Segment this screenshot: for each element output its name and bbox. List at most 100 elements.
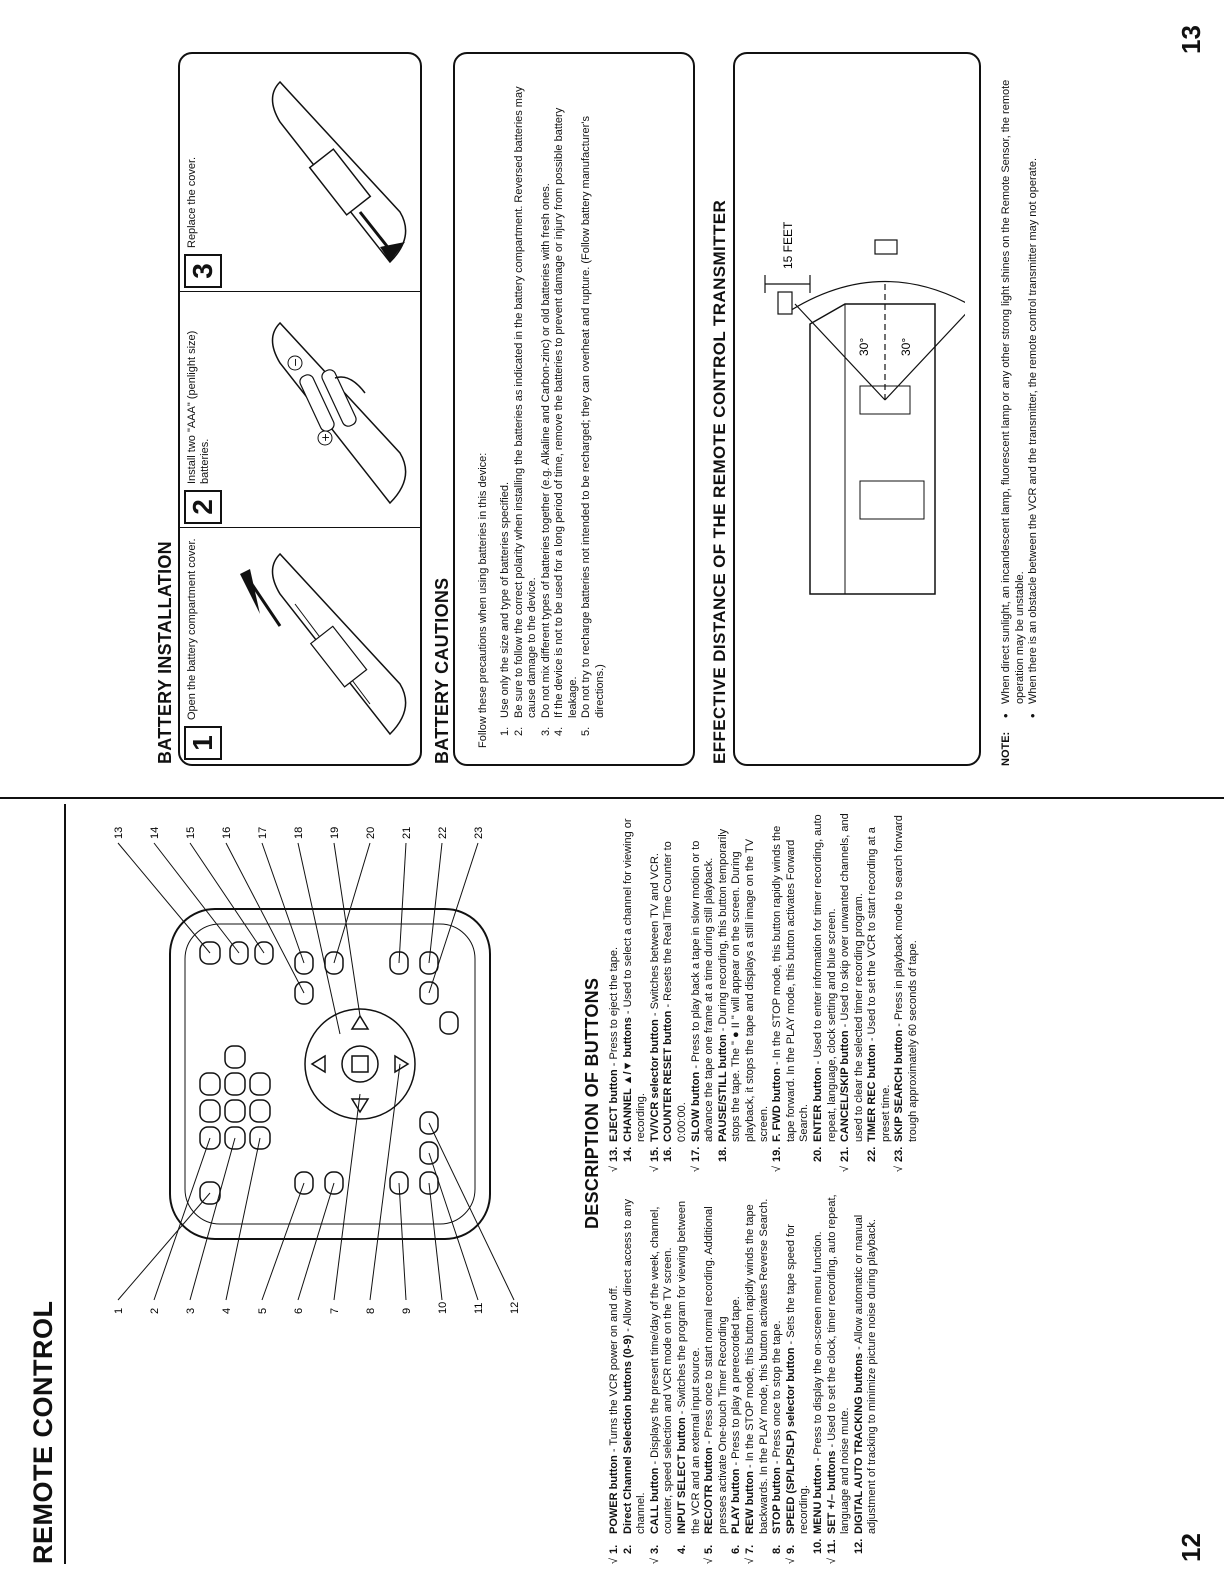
callout-number: 10 xyxy=(437,1302,449,1314)
step-text: Replace the cover. xyxy=(186,156,198,248)
button-name: CALL button xyxy=(648,1467,661,1534)
button-name: CHANNEL ▲/▼ buttons xyxy=(621,1017,634,1142)
callout-leader xyxy=(428,1122,515,1301)
item-number: 11. xyxy=(825,1539,838,1554)
item-number: 8. xyxy=(771,1544,784,1554)
button-name: TV/VCR selector button xyxy=(648,1019,661,1142)
button-name: Direct Channel Selection buttons (0-9) xyxy=(621,1334,634,1534)
callout-number: 1 xyxy=(113,1308,125,1314)
cautions-intro: Follow these precautions when using batt… xyxy=(477,452,489,748)
callout-number: 23 xyxy=(473,827,485,839)
caution-item: 2.Be sure to follow the correct polarity… xyxy=(513,70,540,736)
button-description-item: √9.SPEED (SP/LP/SLP) selector button - S… xyxy=(785,1184,812,1564)
item-number: 5. xyxy=(703,1544,716,1554)
open-cover-illustration xyxy=(240,552,407,736)
button-description-item: √11.SET +/– buttons - Used to set the cl… xyxy=(826,1184,853,1564)
step-3: 3 Replace the cover. xyxy=(180,54,420,292)
callout-leader xyxy=(225,842,305,994)
callout-leader xyxy=(189,1137,236,1301)
callout-leader xyxy=(428,1152,479,1301)
button-description-item: √3.CALL button - Displays the present ti… xyxy=(649,1184,676,1564)
item-number: 2. xyxy=(621,1544,634,1554)
battery-installation-panel: 1 Open the battery compartment cover. 2 … xyxy=(178,52,422,766)
caution-text: Do not mix different types of batteries … xyxy=(539,183,552,718)
item-number: 12. xyxy=(852,1538,865,1554)
callout-number: 13 xyxy=(113,827,125,839)
description-title: DESCRIPTION OF BUTTONS xyxy=(582,977,602,1229)
svg-text:−: − xyxy=(289,358,302,367)
item-number: 6. xyxy=(730,1544,743,1554)
callout-number: 6 xyxy=(293,1308,305,1314)
caution-number: 1. xyxy=(499,726,511,736)
button-description-list: √1.POWER button - Turns the VCR power on… xyxy=(608,1184,880,1564)
button-name: DIGITAL AUTO TRACKING buttons xyxy=(852,1352,865,1534)
item-number: 21. xyxy=(839,1146,852,1162)
callout-leader xyxy=(428,1182,443,1301)
callout-number: 22 xyxy=(437,827,449,839)
callout-number: 14 xyxy=(149,827,161,839)
step-text: Open the battery compartment cover. xyxy=(186,538,198,720)
callout-number: 12 xyxy=(509,1302,521,1314)
description-right-column: √13.EJECT button - Press to eject the ta… xyxy=(608,802,921,1172)
caution-text: Do not try to recharge batteries not int… xyxy=(580,116,606,718)
callout-leader xyxy=(297,842,341,1035)
check-mark: √ xyxy=(608,1557,620,1564)
number-pad xyxy=(199,1045,271,1150)
callout-number: 5 xyxy=(257,1308,269,1314)
page-title: REMOTE CONTROL xyxy=(28,1300,58,1565)
cautions-list-wrap: 1. Use only the size and type of batterie… xyxy=(499,70,607,736)
button-description-item: √23.SKIP SEARCH button - Press in playba… xyxy=(893,802,920,1172)
check-mark: √ xyxy=(825,1557,838,1564)
check-mark: √ xyxy=(703,1557,716,1564)
button-description-list: √13.EJECT button - Press to eject the ta… xyxy=(608,802,921,1172)
item-number: 1. xyxy=(608,1544,620,1554)
callout-number: 2 xyxy=(149,1308,161,1314)
step-text: Install two "AAA" (penlight size) batter… xyxy=(186,330,211,484)
item-number: 3. xyxy=(648,1544,661,1554)
callout-leader xyxy=(333,1093,361,1301)
install-batteries-illustration: + − xyxy=(271,321,407,505)
button-name: SET +/– buttons xyxy=(825,1450,838,1534)
callout-leader xyxy=(117,842,211,954)
page-number-right: 13 xyxy=(1176,25,1206,54)
button-description-item: √5.REC/OTR button - Press once to start … xyxy=(703,1184,730,1564)
effective-distance-diagram: 30° 30° 15 FEET xyxy=(764,221,965,595)
callout-number: 16 xyxy=(221,827,233,839)
cautions-list: 1. Use only the size and type of batterie… xyxy=(499,70,607,736)
caution-text: If the device is not to be used for a lo… xyxy=(553,107,579,718)
callout-leader xyxy=(297,1182,335,1301)
caution-text: Use only the size and type of batteries … xyxy=(499,481,511,718)
callout-leader xyxy=(333,842,361,1017)
callout-number: 4 xyxy=(221,1308,233,1314)
button-description-item: 20.ENTER button - Used to enter informat… xyxy=(812,802,839,1172)
callout-leader xyxy=(428,842,443,964)
button-description: - Press to display the on-screen menu fu… xyxy=(811,1231,824,1465)
item-number: 17. xyxy=(689,1146,702,1162)
description-left-column: √1.POWER button - Turns the VCR power on… xyxy=(608,1184,880,1564)
button-name: SPEED (SP/LP/SLP) selector button xyxy=(784,1347,797,1534)
callout-leader xyxy=(225,1137,261,1301)
callout-leader-lines xyxy=(117,842,515,1301)
caution-item: 3.Do not mix different types of batterie… xyxy=(540,70,554,736)
callout-number: 17 xyxy=(257,827,269,839)
button-description-item: 14.CHANNEL ▲/▼ buttons - Used to select … xyxy=(622,802,649,1172)
item-number: 20. xyxy=(811,1146,824,1162)
note-block: NOTE: When direct sunlight, an incandesc… xyxy=(1000,56,1041,766)
button-name: ENTER button xyxy=(811,1067,824,1142)
angle-right-label: 30° xyxy=(899,338,913,356)
item-number: 22. xyxy=(866,1146,879,1162)
item-number: 7. xyxy=(743,1544,756,1554)
button-description: - Press to play a prerecorded tape. xyxy=(730,1296,743,1469)
item-number: 19. xyxy=(771,1146,784,1162)
callout-leader xyxy=(261,1182,305,1301)
check-mark: √ xyxy=(893,1165,906,1172)
battery-cautions-panel: Follow these precautions when using batt… xyxy=(453,52,695,766)
step-number: 1 xyxy=(184,726,222,760)
step-number: 2 xyxy=(184,490,222,524)
button-name: REC/OTR button xyxy=(703,1447,716,1534)
button-name: SKIP SEARCH button xyxy=(893,1029,906,1142)
button-name: REW button xyxy=(743,1471,756,1534)
item-number: 15. xyxy=(648,1146,661,1162)
